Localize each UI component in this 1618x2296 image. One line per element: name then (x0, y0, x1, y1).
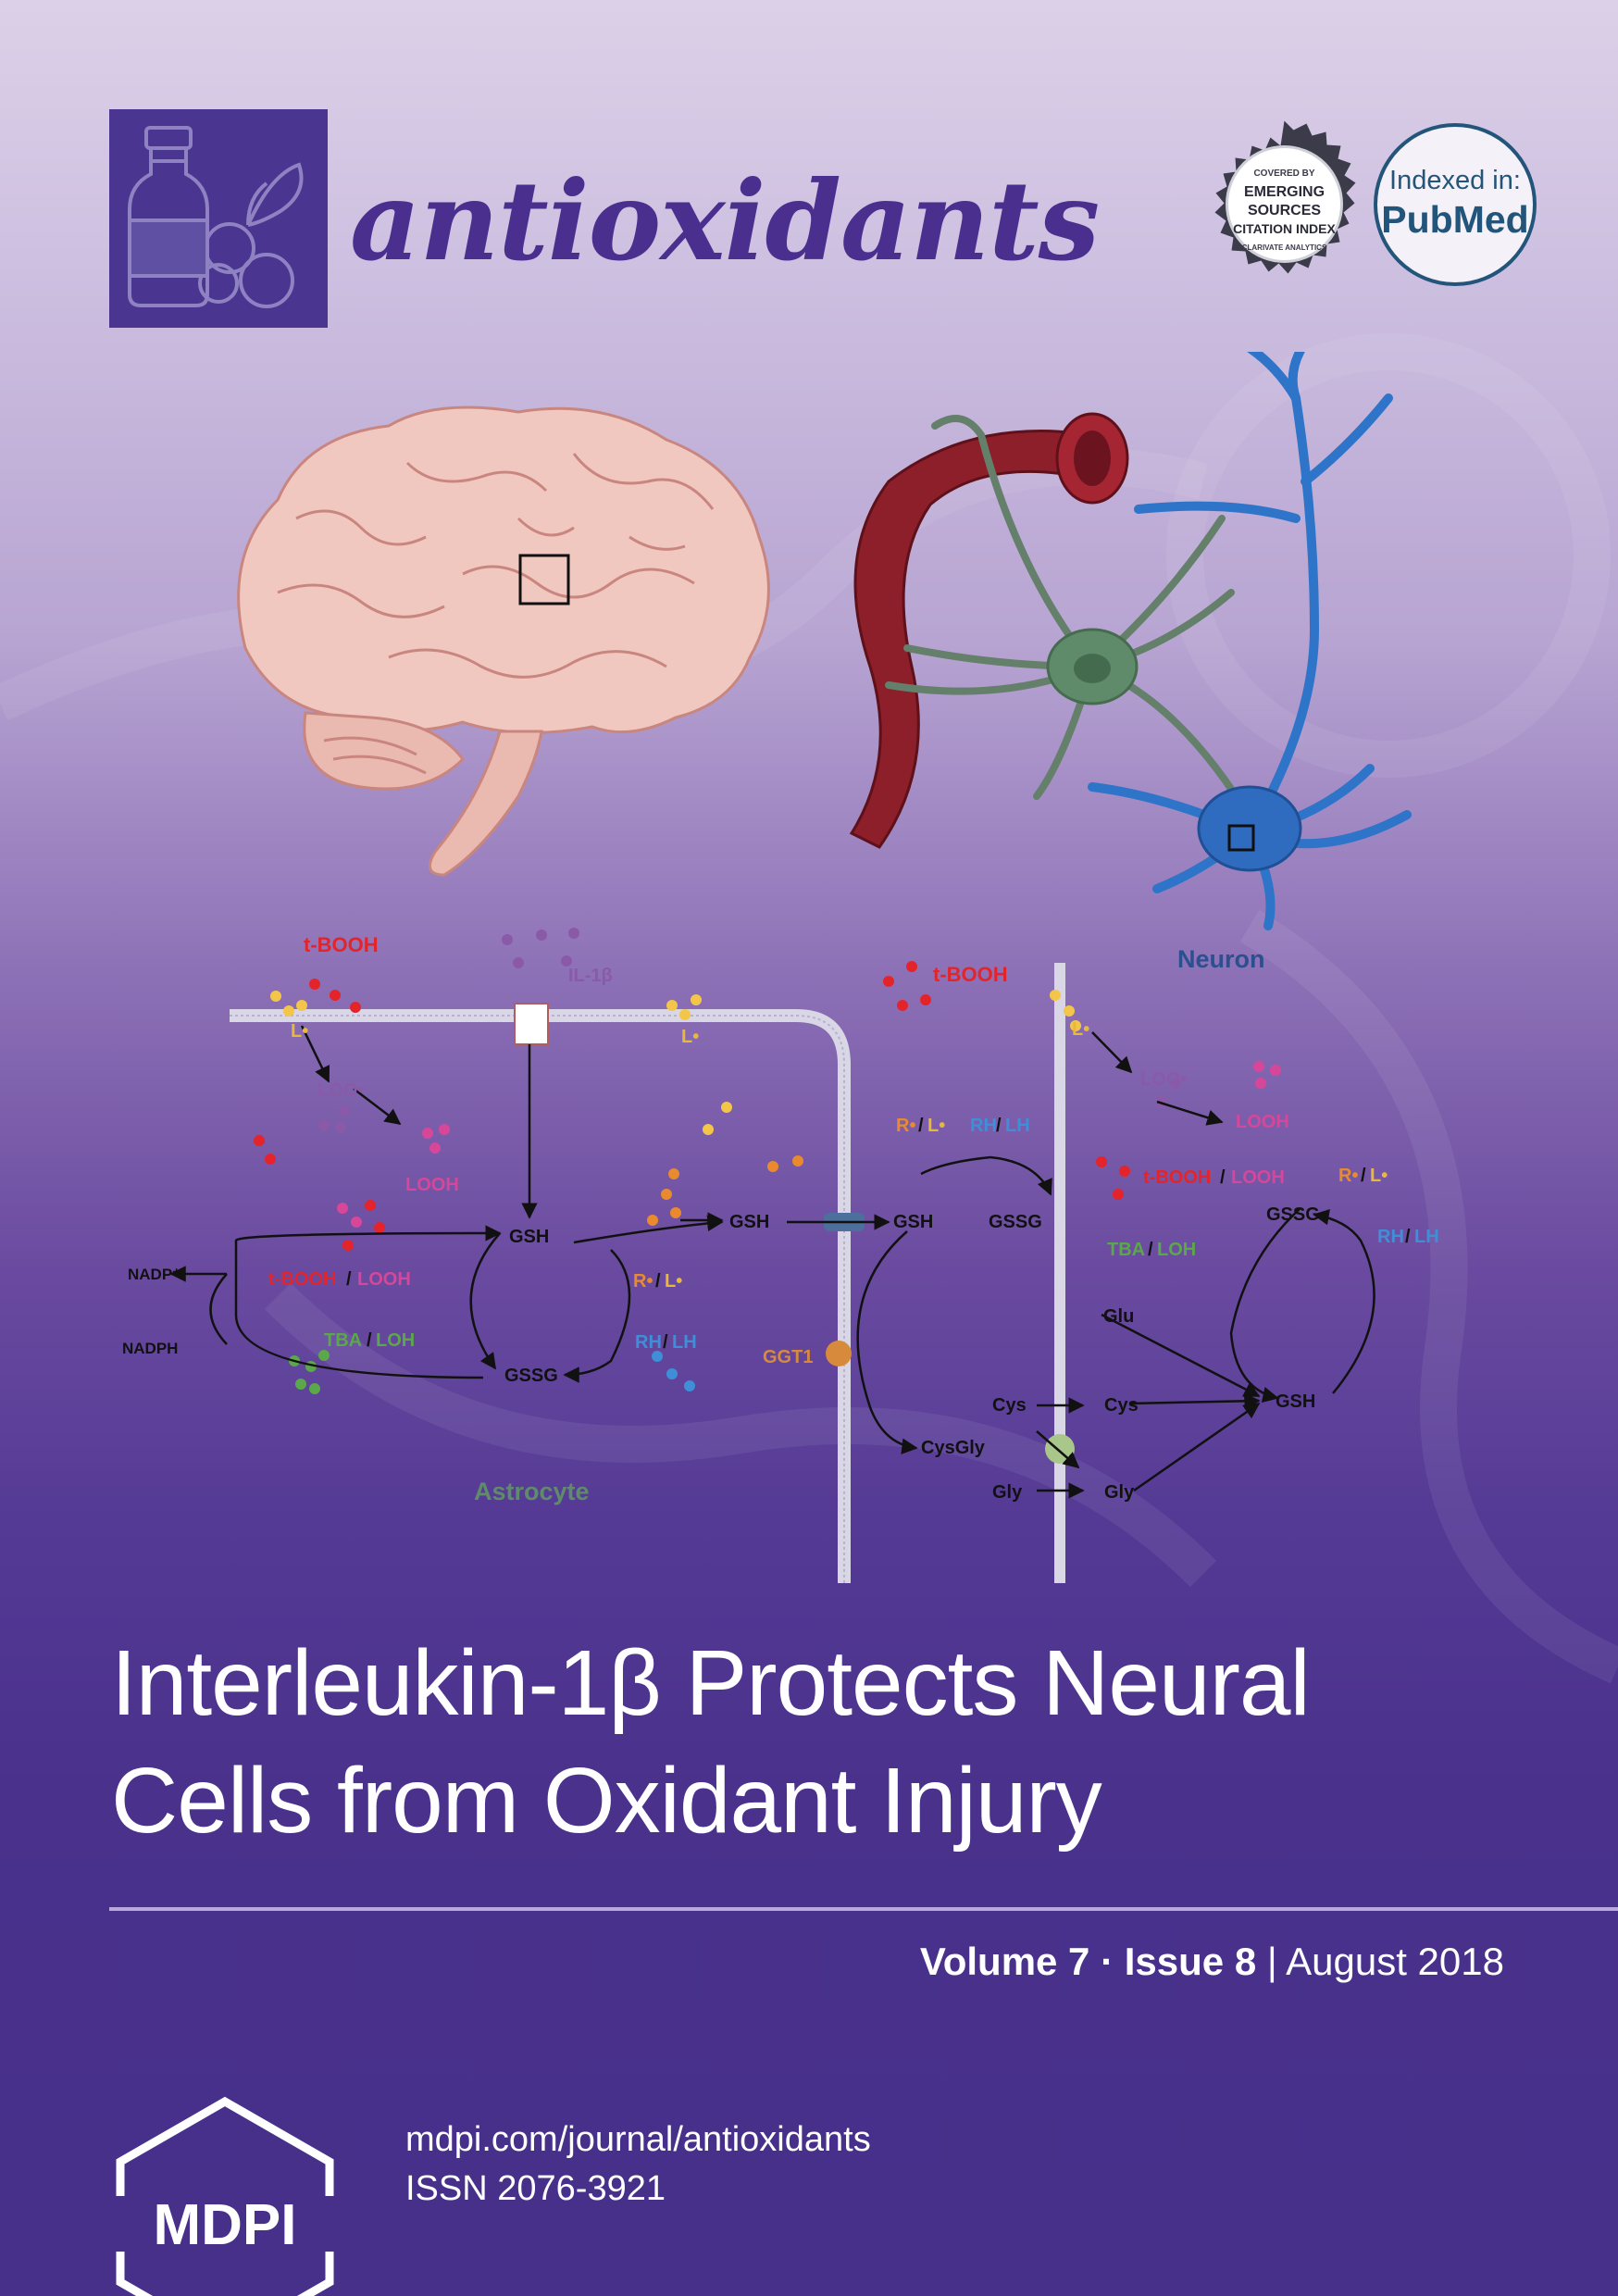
label-r-rad-neuron-right: R• (1338, 1166, 1358, 1186)
label-tba-neuron: TBA (1107, 1240, 1145, 1260)
label-tbooh-neuron-cycle: t-BOOH (1143, 1167, 1211, 1188)
article-title-line2: Cells from Oxidant Injury (111, 1749, 1102, 1853)
label-slash-4: / (663, 1332, 668, 1353)
issue-divider: | (1256, 1940, 1287, 1983)
label-cys-left: Cys (992, 1395, 1027, 1416)
divider-rule (109, 1907, 1618, 1911)
brain-illustration (237, 406, 770, 877)
molecule-dots (254, 928, 1281, 1394)
journal-name: antioxidants (350, 156, 1100, 285)
label-l-rad-cycle: L• (665, 1271, 682, 1292)
volume-label: Volume 7 (919, 1940, 1090, 1983)
vessel-astrocyte-neuron-illustration (849, 352, 1412, 930)
label-slash-3: / (655, 1271, 661, 1292)
label-nadph: NADPH (122, 1340, 178, 1357)
label-rh-astro: RH (635, 1332, 662, 1353)
label-gsh-astro: GSH (509, 1227, 549, 1247)
mdpi-logo: MDPI (109, 2094, 341, 2296)
label-tbooh-cycle: t-BOOH (268, 1269, 336, 1290)
label-l-rad-membrane: L• (681, 1027, 699, 1047)
label-glu: Glu (1103, 1306, 1134, 1327)
label-gssg-neuron: GSSG (1266, 1204, 1320, 1225)
label-cys-right: Cys (1104, 1395, 1139, 1416)
label-slash-10: / (1405, 1227, 1411, 1247)
label-loo-neuron: LOO• (1140, 1069, 1187, 1090)
label-slash-6: / (996, 1116, 1002, 1136)
pubmed-badge: Indexed in: PubMed (1374, 123, 1537, 286)
issue-info: Volume 7 · Issue 8 | August 2018 (884, 1940, 1504, 1984)
label-slash-2: / (367, 1330, 372, 1351)
label-l-rad-neuron-left: L• (927, 1116, 945, 1136)
label-loo-astro: LOO• (317, 1080, 364, 1101)
article-title-line1: Interleukin-1β Protects Neural (111, 1631, 1311, 1735)
label-tbooh-neuron: t-BOOH (933, 963, 1008, 986)
issue-date: August 2018 (1286, 1940, 1504, 1983)
journal-logo (109, 109, 328, 328)
label-loh-neuron: LOH (1157, 1240, 1196, 1260)
label-looh-neuron: LOOH (1236, 1112, 1289, 1132)
pubmed-label: PubMed (1381, 198, 1529, 241)
label-slash-8: / (1148, 1240, 1153, 1260)
label-tba-astro: TBA (324, 1330, 362, 1351)
label-gly-left: Gly (992, 1482, 1023, 1503)
issue-separator: · (1089, 1940, 1125, 1983)
label-gsh-neuron: GSH (1276, 1391, 1315, 1412)
pathway-arrows (169, 1025, 1375, 1499)
pathway-illustration: t-BOOH IL-1β L• L• LOO• LOOH GSH GSH GSS… (122, 352, 1439, 1583)
esci-badge: COVERED BY EMERGING SOURCES CITATION IND… (1199, 119, 1370, 290)
label-gssg-neuron-left: GSSG (989, 1212, 1042, 1232)
label-cysgly: CysGly (921, 1438, 986, 1458)
label-gly-right: Gly (1104, 1482, 1135, 1503)
label-nadp: NADP⁺ (128, 1266, 180, 1283)
label-slash-1: / (346, 1269, 352, 1290)
label-rh-neuron-right: RH (1377, 1227, 1404, 1247)
label-slash-5: / (918, 1116, 924, 1136)
label-il1b: IL-1β (568, 966, 613, 986)
mdpi-logo-text: MDPI (154, 2193, 297, 2257)
label-astrocyte: Astrocyte (474, 1478, 590, 1505)
pathway-labels: t-BOOH IL-1β L• L• LOO• LOOH GSH GSH GSS… (122, 933, 1439, 1505)
label-gsh-neuron-in: GSH (893, 1212, 933, 1232)
journal-url[interactable]: mdpi.com/journal/antioxidants (405, 2120, 871, 2159)
label-tbooh-astro: t-BOOH (304, 933, 379, 956)
label-lh-astro: LH (672, 1332, 697, 1353)
label-looh-cycle: LOOH (357, 1269, 411, 1290)
pubmed-indexed-label: Indexed in: (1389, 166, 1521, 195)
label-neuron: Neuron (1177, 945, 1265, 973)
issn: ISSN 2076-3921 (405, 2169, 666, 2208)
esci-text-citation: CITATION INDEX (1233, 221, 1336, 236)
label-lh-neuron-left: LH (1005, 1116, 1030, 1136)
label-slash-7: / (1220, 1167, 1226, 1188)
label-lh-neuron-right: LH (1414, 1227, 1439, 1247)
label-gsh-export: GSH (729, 1212, 769, 1232)
label-l-rad-astro: L• (291, 1021, 308, 1042)
cell-membranes (230, 963, 1075, 1583)
label-loh-astro: LOH (376, 1330, 415, 1351)
bottle-berries-icon (128, 126, 304, 308)
label-ggt1: GGT1 (763, 1347, 813, 1367)
label-r-rad-astro: R• (633, 1271, 653, 1292)
label-r-rad-neuron-left: R• (896, 1116, 915, 1136)
esci-text-emerging: EMERGING (1244, 184, 1325, 200)
label-gssg-astro: GSSG (504, 1366, 558, 1386)
label-l-rad-neuron: L• (1072, 1019, 1089, 1040)
esci-text-clarivate: CLARIVATE ANALYTICS (1242, 243, 1327, 252)
esci-text-sources: SOURCES (1248, 203, 1321, 218)
esci-text-covered: COVERED BY (1253, 168, 1314, 179)
label-looh-astro: LOOH (405, 1175, 459, 1195)
label-looh-neuron-cycle: LOOH (1231, 1167, 1285, 1188)
issue-number: Issue 8 (1124, 1940, 1257, 1983)
label-rh-neuron-left: RH (970, 1116, 997, 1136)
label-l-rad-neuron-right: L• (1370, 1166, 1388, 1186)
label-slash-9: / (1361, 1166, 1366, 1186)
article-title: Interleukin-1β Protects Neural Cells fro… (111, 1625, 1555, 1860)
